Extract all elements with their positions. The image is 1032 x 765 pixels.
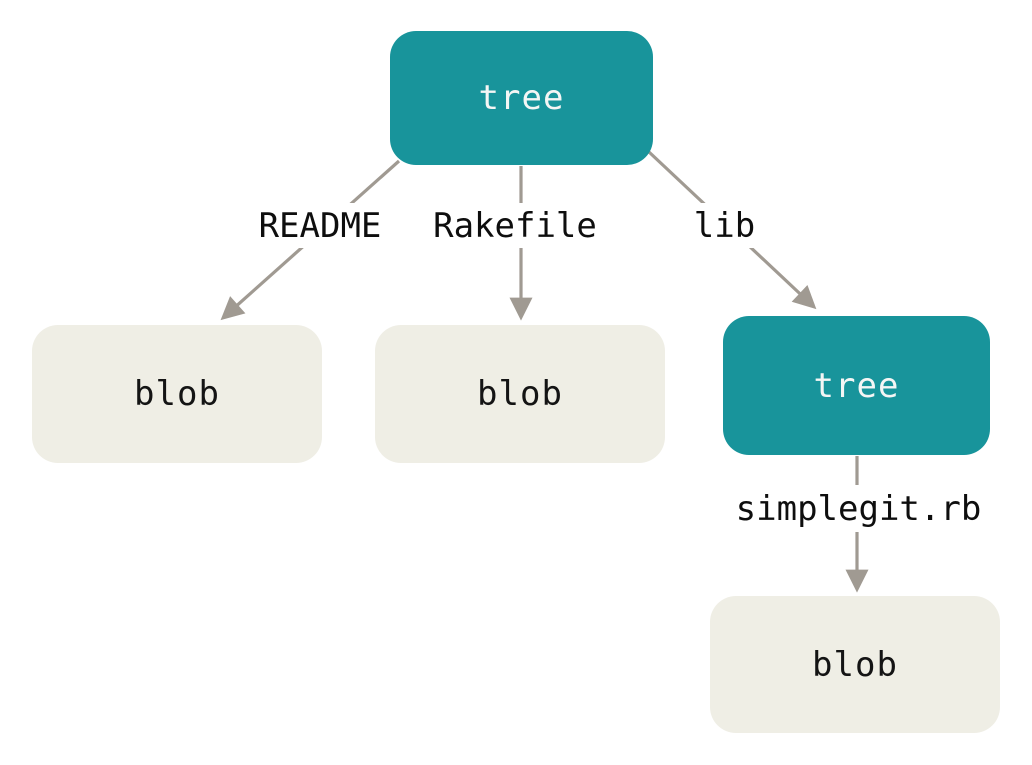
node-blob-simplegit-label: blob — [812, 644, 898, 685]
edge-label-readme: README — [240, 203, 400, 248]
edge-label-rakefile: Rakefile — [431, 203, 599, 248]
node-tree-root: tree — [390, 31, 653, 165]
node-blob-simplegit: blob — [710, 596, 1000, 733]
edge-label-lib: lib — [672, 203, 777, 248]
edge-label-strip: README Rakefile — [240, 203, 660, 248]
node-blob-readme-label: blob — [134, 374, 220, 414]
node-tree-lib-label: tree — [813, 365, 900, 406]
node-blob-readme: blob — [32, 325, 322, 463]
node-tree-lib: tree — [723, 316, 990, 455]
node-blob-rakefile-label: blob — [477, 374, 563, 414]
edge-label-simplegit: simplegit.rb — [717, 485, 1000, 532]
node-blob-rakefile: blob — [375, 325, 665, 463]
node-tree-root-label: tree — [478, 78, 565, 118]
